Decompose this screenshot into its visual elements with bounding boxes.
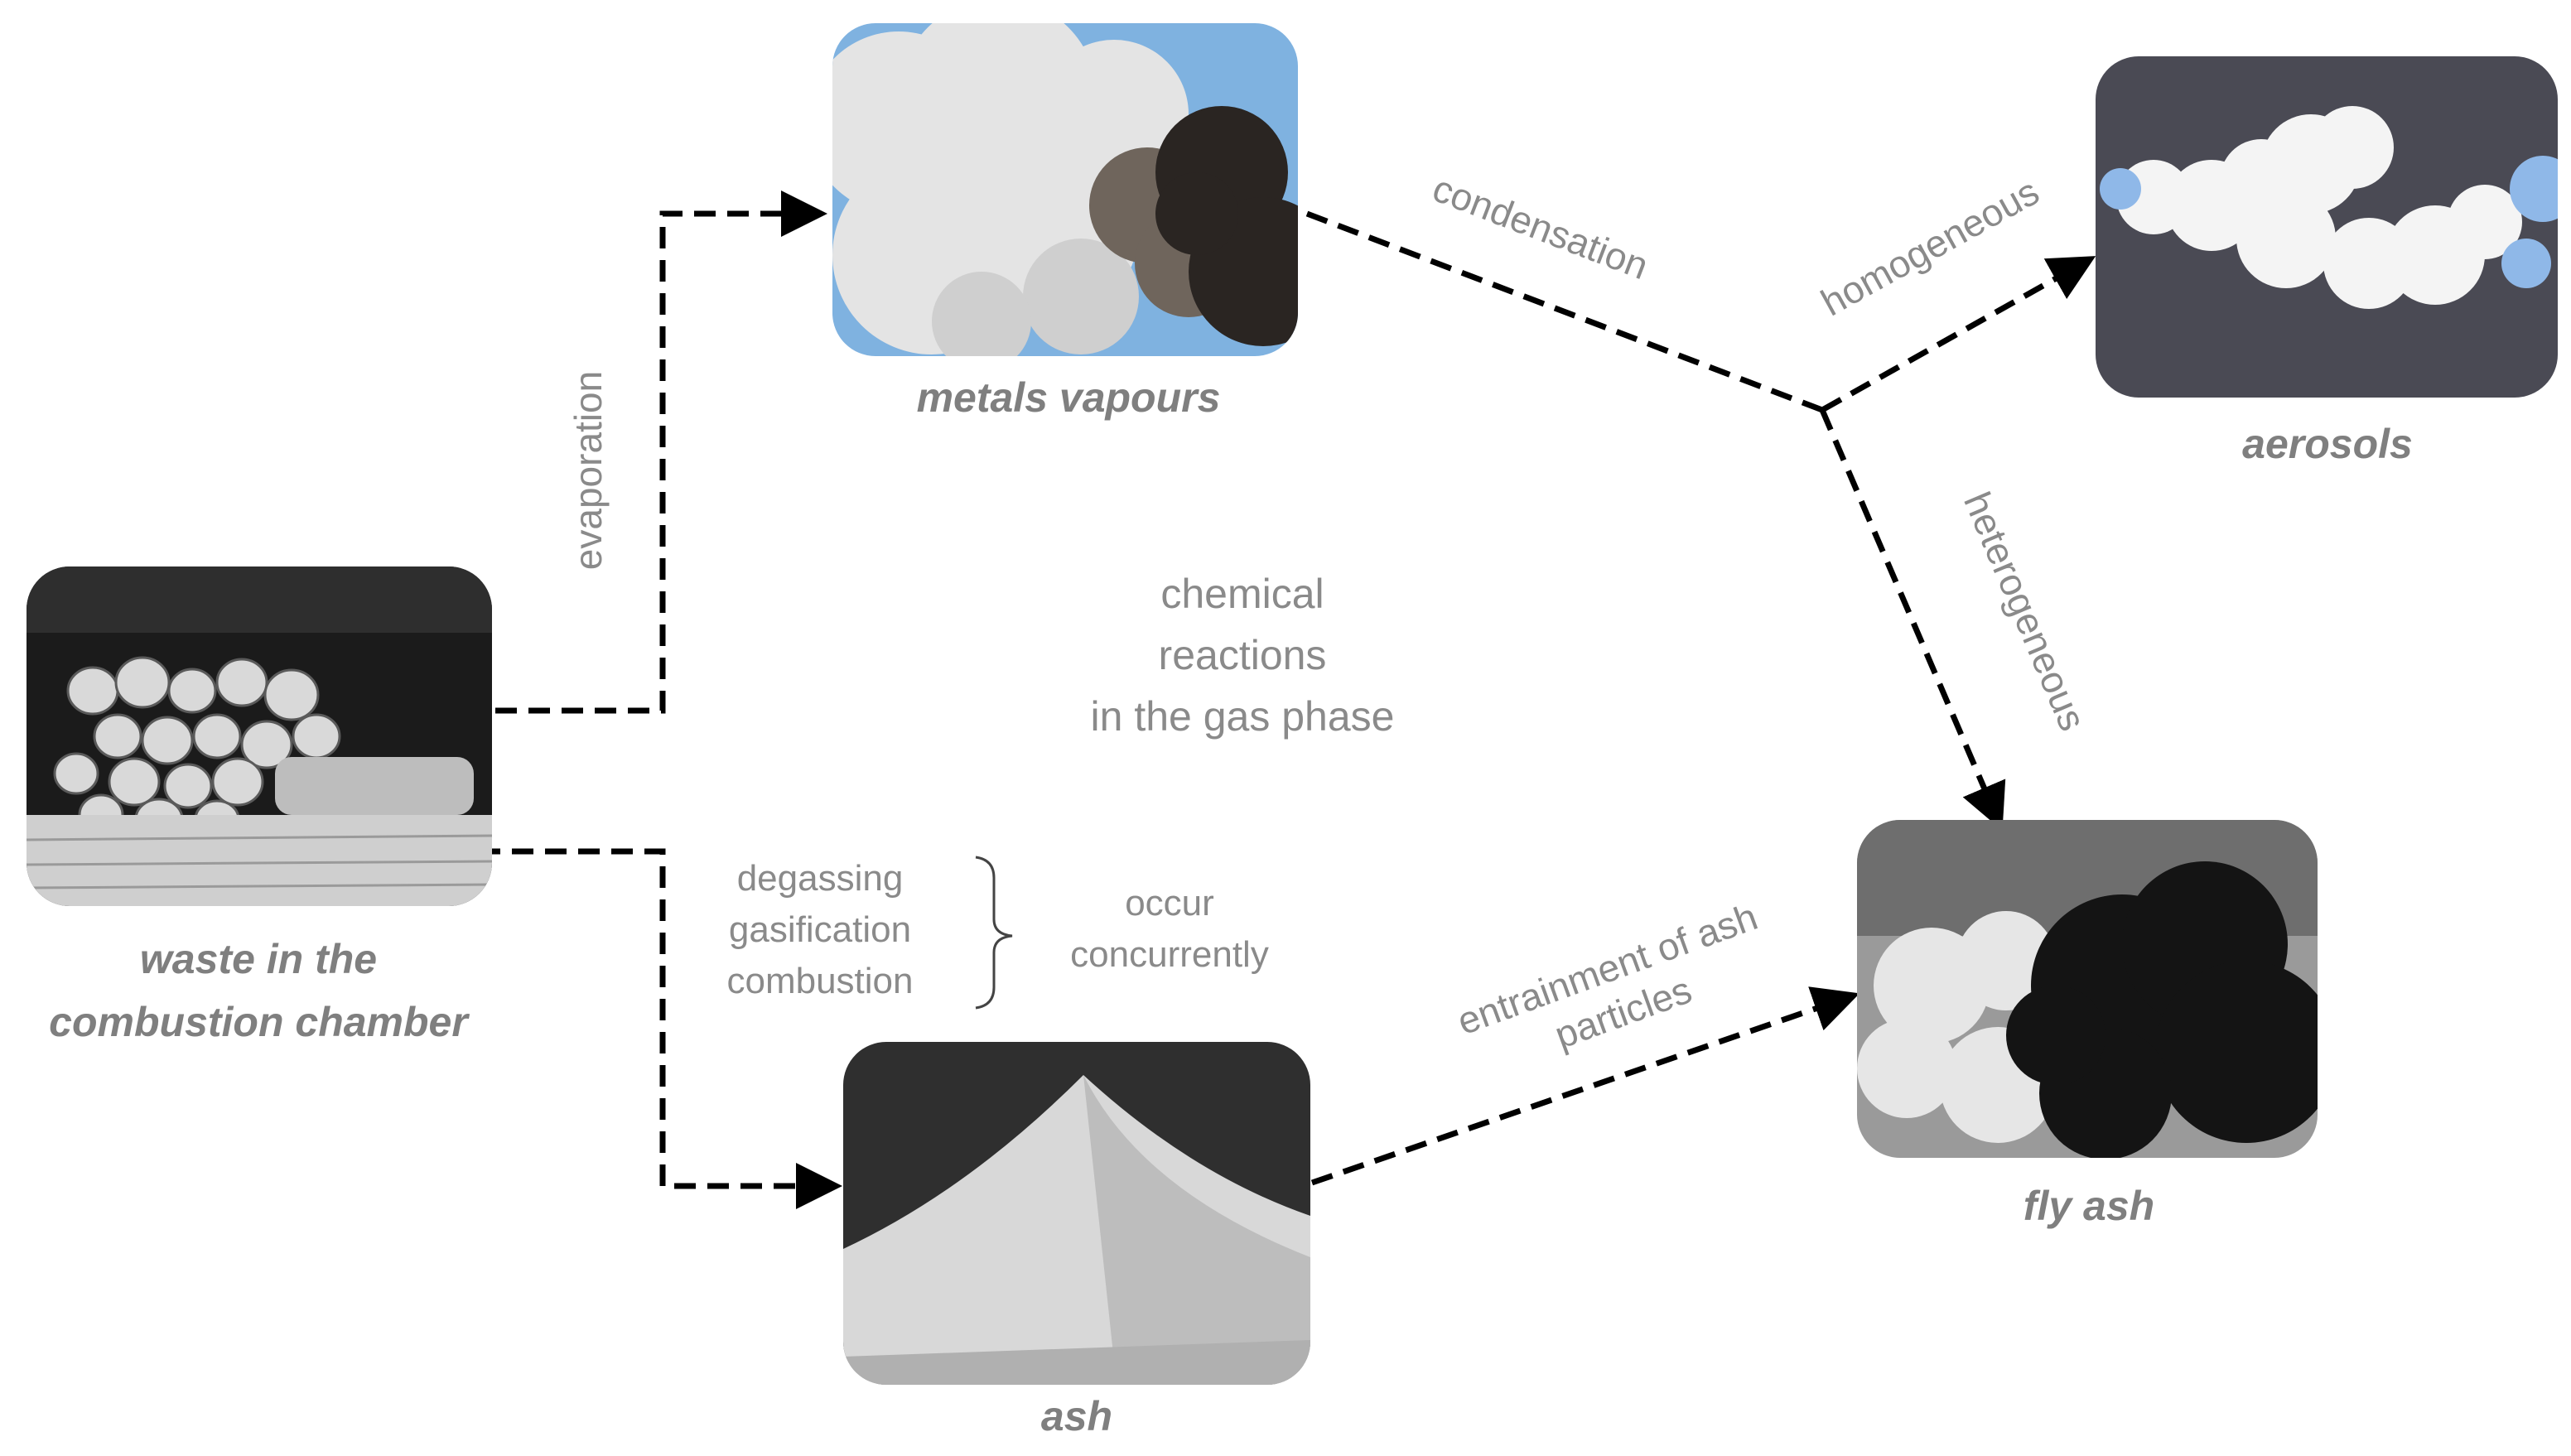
note-line1: chemical bbox=[1160, 571, 1324, 617]
aerosols-label: aerosols bbox=[2242, 421, 2413, 467]
concurrency-line1: occur bbox=[1125, 883, 1214, 923]
waste-label: waste in the combustion chamber bbox=[10, 928, 507, 1053]
note-line3: in the gas phase bbox=[1090, 693, 1395, 740]
waste-photo bbox=[27, 566, 492, 906]
concurrency-line2: concurrently bbox=[1070, 934, 1269, 975]
ash-pile-image bbox=[843, 1042, 1310, 1385]
concurrency-brace bbox=[975, 856, 1013, 1010]
arrow-waste-to-ash bbox=[479, 848, 842, 1209]
arrow-homogeneous bbox=[1821, 256, 2096, 413]
arrow-entrainment bbox=[1310, 986, 1860, 1186]
process-item: gasification bbox=[728, 909, 912, 950]
log-pile-image bbox=[27, 566, 492, 906]
fly-ash-label: fly ash bbox=[2023, 1183, 2155, 1229]
gas-phase-reactions-note: chemical reactions in the gas phase bbox=[1035, 563, 1450, 747]
cloud-image bbox=[2096, 56, 2558, 398]
process-item: combustion bbox=[726, 961, 914, 1001]
waste-label-line2: combustion chamber bbox=[49, 999, 468, 1045]
process-list: degassing gasification combustion bbox=[696, 853, 944, 1007]
evaporation-label: evaporation bbox=[567, 370, 610, 571]
smoke-image bbox=[832, 23, 1298, 356]
arrow-condensation bbox=[1305, 210, 1824, 413]
arrow-waste-to-metals-vapours bbox=[495, 190, 827, 714]
metals-vapours-photo bbox=[832, 23, 1298, 356]
metals-vapours-label: metals vapours bbox=[916, 374, 1221, 421]
concurrency-note: occur concurrently bbox=[1045, 878, 1294, 981]
process-item: degassing bbox=[736, 858, 904, 899]
waste-label-line1: waste in the bbox=[139, 936, 378, 982]
fly-ash-photo bbox=[1857, 820, 2318, 1158]
ash-label: ash bbox=[1040, 1393, 1113, 1439]
dark-smoke-image bbox=[1857, 820, 2318, 1158]
note-line2: reactions bbox=[1158, 632, 1327, 678]
aerosols-photo bbox=[2096, 56, 2558, 398]
ash-photo bbox=[843, 1042, 1310, 1385]
arrow-heterogeneous bbox=[1819, 408, 2006, 831]
